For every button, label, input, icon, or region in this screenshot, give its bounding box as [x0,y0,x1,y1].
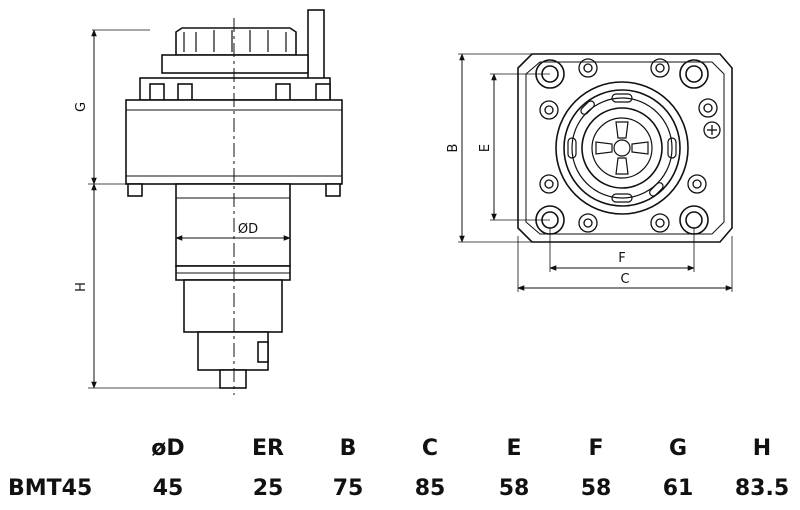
lower-shank [183,279,283,333]
header-e: E [506,436,522,461]
grease-fitting [698,98,721,139]
value-h: 83.5 [734,476,790,501]
dim-h-label: H [74,282,89,292]
value-b: 75 [332,476,364,501]
front-view [517,53,733,243]
collet-nut [175,27,297,56]
value-f: 58 [580,476,612,501]
dim-e-label: E [478,144,493,152]
header-g: G [668,436,688,461]
header-f: F [588,436,604,461]
side-view [125,9,343,395]
collet-ring [161,54,309,74]
dim-od-label: ØD [238,222,258,237]
spec-table: øD ER B C E F G H BMT45 45 25 75 85 58 5… [0,432,800,510]
mounting-holes [539,58,707,233]
header-h: H [752,436,772,461]
value-g: 61 [662,476,694,501]
drive-tang [197,331,269,371]
value-e: 58 [498,476,530,501]
collet-slots [567,93,677,203]
model-name: BMT45 [8,476,93,501]
value-er: 25 [252,476,284,501]
drawing-canvas: G H ØD [74,9,733,395]
dim-b-label: B [446,144,461,153]
drive-key [219,369,247,389]
value-c: 85 [414,476,446,501]
handle-bar [307,9,325,81]
side-dimensions [88,29,291,389]
collet-jaws [595,121,649,175]
header-od: øD [151,436,185,461]
upper-flange [139,77,331,101]
header-er: ER [252,436,284,461]
header-b: B [339,436,357,461]
dim-f-label: F [618,251,625,266]
dim-g-label: G [74,102,89,112]
shank [175,183,291,267]
front-flange [517,53,733,243]
value-od: 45 [152,476,184,501]
front-dimensions [458,53,733,292]
dim-c-label: C [620,272,629,287]
header-c: C [421,436,439,461]
